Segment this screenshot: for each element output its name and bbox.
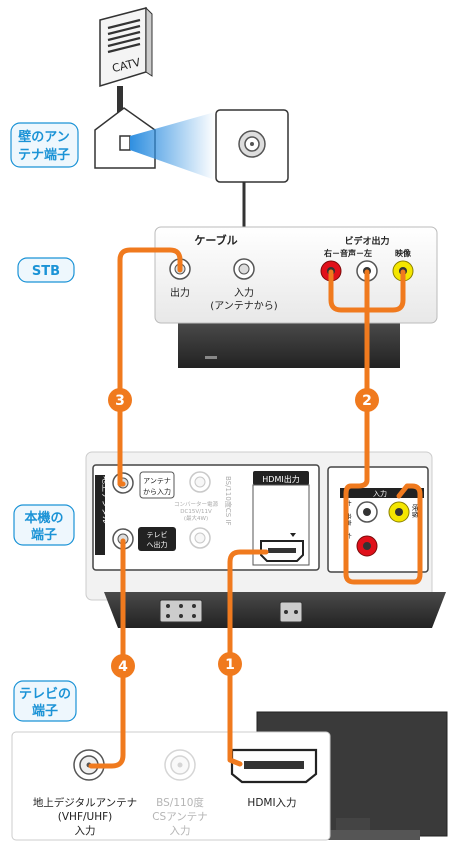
unit-bscs-label: BS/110度CS IF bbox=[224, 476, 233, 526]
stb-input-jack bbox=[233, 258, 255, 280]
unit-tv-out-sub: へ出力 bbox=[147, 540, 168, 549]
unit-audio-right-jack bbox=[356, 535, 378, 557]
unit-video-jack bbox=[388, 501, 410, 523]
svg-text:3: 3 bbox=[115, 393, 125, 409]
svg-text:テレビの: テレビの bbox=[19, 686, 71, 702]
stb-cable-label: ケーブル bbox=[194, 233, 237, 247]
tv-terrestrial-input: 入力 bbox=[75, 824, 96, 837]
svg-text:2: 2 bbox=[362, 393, 372, 409]
unit-hdmi-out-label: HDMI出力 bbox=[262, 474, 299, 484]
svg-text:本機の: 本機の bbox=[24, 510, 63, 526]
label-wall: 壁のアン テナ端子 bbox=[10, 122, 79, 168]
step-2-marker: 2 bbox=[355, 388, 379, 412]
unit-av-in-label: 入力 bbox=[373, 489, 387, 498]
unit-antenna-in-label: アンテナ bbox=[143, 477, 171, 485]
cable-3 bbox=[117, 247, 183, 487]
stb-input-sub-label: (アンテナから) bbox=[210, 300, 278, 312]
cable-4 bbox=[88, 538, 126, 769]
unit-converter-label: コンバーター電源 bbox=[174, 500, 219, 508]
stb-video-label: 映像 bbox=[395, 248, 412, 258]
step-3-marker: 3 bbox=[108, 388, 132, 412]
step-4-marker: 4 bbox=[111, 654, 135, 678]
tv-bscs-input: 入力 bbox=[170, 824, 191, 837]
svg-text:端子: 端子 bbox=[32, 703, 58, 719]
cable-2 bbox=[328, 269, 423, 585]
step-1-marker: 1 bbox=[218, 652, 242, 676]
stb-video-out-label: ビデオ出力 bbox=[344, 235, 389, 247]
tv-bscs-label: BS/110度 bbox=[156, 796, 204, 809]
label-stb: STB bbox=[17, 257, 75, 283]
tv-hdmi-port bbox=[230, 748, 318, 784]
tv-bscs-sub: CSアンテナ bbox=[152, 811, 208, 823]
unit-tv-out-label: テレビ bbox=[147, 530, 168, 539]
tv-bscs-jack bbox=[164, 749, 196, 781]
svg-text:1: 1 bbox=[225, 657, 235, 673]
cable-1 bbox=[227, 549, 269, 767]
svg-text:4: 4 bbox=[118, 659, 128, 675]
svg-text:テナ端子: テナ端子 bbox=[18, 147, 70, 163]
label-unit: 本機の 端子 bbox=[13, 504, 75, 546]
tv-hdmi-label: HDMI入力 bbox=[247, 796, 296, 809]
signal-beam bbox=[130, 112, 215, 180]
label-tv: テレビの 端子 bbox=[13, 680, 77, 722]
stb-input-label: 入力 bbox=[234, 286, 254, 299]
unit-antenna-in-sub: から入力 bbox=[143, 487, 171, 496]
unit-converter-volt: DC15V/11V bbox=[180, 509, 212, 515]
stb-audio-label: 右－音声－左 bbox=[323, 248, 372, 258]
tv-panel bbox=[11, 731, 331, 841]
unit-hdmi-out-port bbox=[260, 540, 304, 562]
svg-text:STB: STB bbox=[32, 264, 60, 279]
stb-output-label: 出力 bbox=[170, 286, 190, 299]
unit-terrestrial-label: 地上デジタル bbox=[101, 476, 111, 524]
unit-audio-left-jack bbox=[356, 501, 378, 523]
catv-box: CATV bbox=[99, 6, 153, 114]
wall-antenna-outlet bbox=[215, 109, 289, 183]
unit-converter-max: (最大4W) bbox=[184, 514, 208, 522]
tv-terrestrial-sub: (VHF/UHF) bbox=[58, 811, 112, 823]
svg-text:壁のアン: 壁のアン bbox=[18, 129, 69, 145]
svg-text:端子: 端子 bbox=[31, 527, 57, 543]
unit-video-label: 映像 bbox=[411, 504, 420, 518]
tv-terrestrial-label: 地上デジタルアンテナ bbox=[33, 796, 137, 809]
unit-bscs-area bbox=[189, 471, 211, 549]
